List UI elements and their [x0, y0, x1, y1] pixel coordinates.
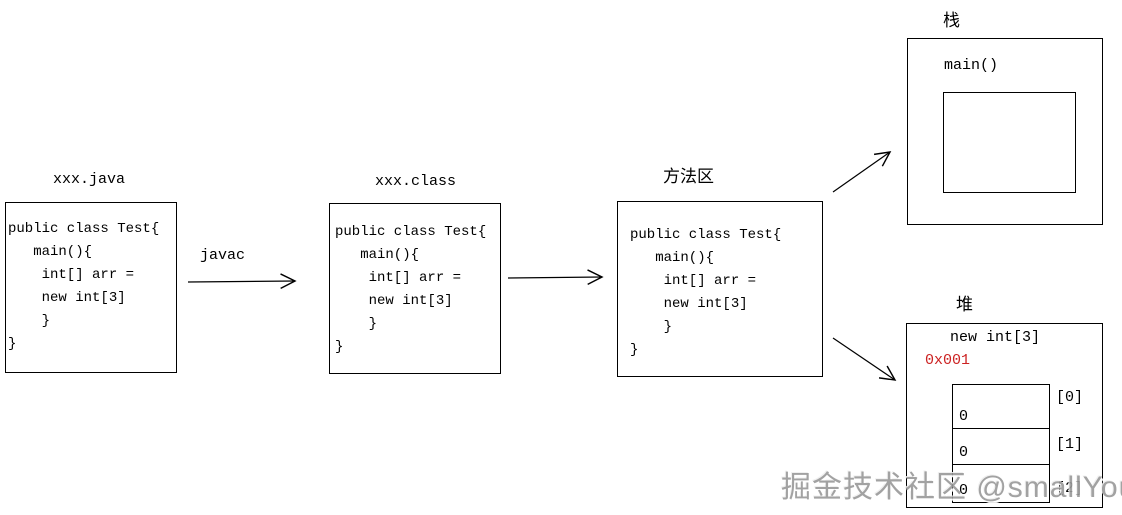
array-cell-1: 0: [953, 429, 1049, 466]
array-index-0: [0]: [1056, 389, 1084, 406]
arrow-class-to-methodarea: [507, 269, 604, 285]
heap-object-label: new int[3]: [950, 329, 1041, 346]
array-cell-1-value: 0: [959, 444, 969, 462]
class-bytecode: public class Test{ main(){ int[] arr = n…: [335, 224, 487, 355]
heap-address-label: 0x001: [925, 352, 971, 369]
array-cell-2-value: 0: [959, 482, 969, 499]
heap-title: 堆: [956, 295, 973, 314]
arrow-javac: [187, 273, 297, 289]
arrow-methodarea-to-heap: [832, 337, 897, 381]
stack-title: 栈: [943, 11, 960, 30]
array-cell-0: 0: [953, 385, 1049, 429]
int-array-box: 0 0 0: [952, 384, 1050, 503]
array-index-2: [2]: [1056, 480, 1084, 497]
class-file-box: public class Test{ main(){ int[] arr = n…: [329, 203, 501, 374]
arrow-methodarea-to-stack: [832, 151, 892, 193]
java-file-box: public class Test{ main(){ int[] arr = n…: [5, 202, 177, 373]
method-area-box: public class Test{ main(){ int[] arr = n…: [617, 201, 823, 377]
java-source-code: public class Test{ main(){ int[] arr = n…: [8, 221, 160, 352]
array-cell-2: 0: [953, 465, 1049, 502]
watermark-text: 掘金技术社区 @smallYoung: [781, 471, 1122, 504]
method-area-code: public class Test{ main(){ int[] arr = n…: [630, 227, 782, 358]
array-index-1: [1]: [1056, 436, 1084, 453]
javac-label: javac: [200, 247, 246, 264]
array-cell-0-value: 0: [959, 407, 969, 425]
method-area-title: 方法区: [663, 167, 714, 186]
heap-box: [906, 323, 1103, 508]
stack-frame-label: main(): [944, 57, 999, 74]
stack-frame-slot-box: [943, 92, 1076, 193]
class-file-title: xxx.class: [375, 173, 457, 190]
java-file-title: xxx.java: [53, 171, 126, 188]
